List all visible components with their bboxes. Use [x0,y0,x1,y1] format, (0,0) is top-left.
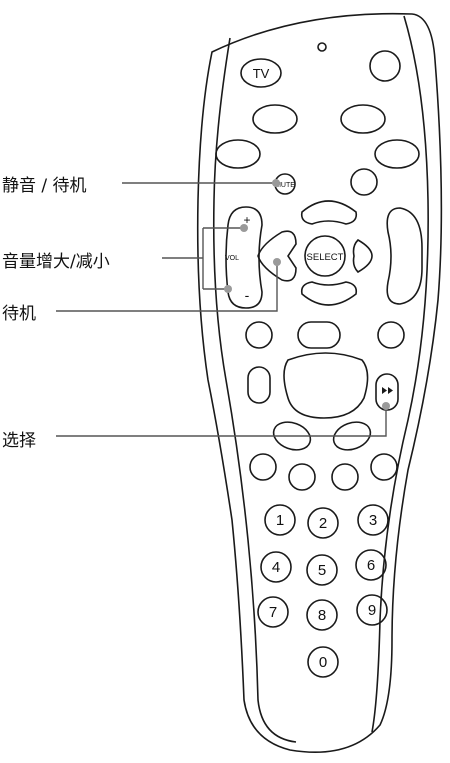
remote-body-inner-rim [212,37,297,743]
number-label-2: 2 [319,515,327,532]
oval-button-top-right[interactable] [340,104,386,134]
select-button[interactable] [304,235,346,277]
remote-body-right-rim [371,15,429,733]
oval-button-mid-left[interactable] [215,139,261,169]
round-button-left[interactable] [245,321,273,349]
rewind-button[interactable] [247,366,271,404]
right-rocker-button[interactable] [386,207,423,305]
number-label-9: 9 [368,602,376,619]
number-label-7: 7 [269,604,277,621]
callout-select: 选择 [2,431,36,451]
small-round-button[interactable] [350,168,378,196]
leader-dot-volume-down [224,285,232,293]
fast-forward-icon [382,387,393,394]
select-label: SELECT [307,252,344,263]
led-indicator-icon [317,42,327,52]
leader-dot-mute [272,179,280,187]
number-button-3[interactable] [357,504,389,536]
number-button-0[interactable] [307,646,339,678]
number-label-3: 3 [369,512,377,529]
number-button-6[interactable] [355,549,387,581]
play-pause-button[interactable] [283,352,369,419]
number-label-6: 6 [367,557,375,574]
color-button-4[interactable] [370,453,398,481]
color-button-2[interactable] [288,463,316,491]
color-button-3[interactable] [331,463,359,491]
leader-dot-standby [273,258,281,266]
leader-line-select [56,406,387,437]
oval-button-lower-left[interactable] [270,417,315,454]
number-button-9[interactable] [356,594,388,626]
number-label-1: 1 [276,512,284,529]
tv-label: TV [253,66,270,81]
number-button-7[interactable] [257,596,289,628]
up-arrow-button[interactable] [300,200,358,225]
color-button-1[interactable] [249,453,277,481]
fast-forward-button[interactable] [375,373,399,411]
volume-minus-label: - [245,287,250,303]
callout-volume-up-down: 音量增大/减小 [2,252,110,272]
leader-dot-select [382,402,390,410]
round-button-right[interactable] [377,321,405,349]
number-button-8[interactable] [306,599,338,631]
number-label-4: 4 [272,559,280,576]
callout-mute-standby: 静音 / 待机 [2,176,87,196]
tv-button[interactable] [240,58,282,88]
leader-dot-volume-up [240,224,248,232]
number-label-0: 0 [319,654,327,671]
volume-rocker[interactable] [225,206,263,309]
vol-label: VOL [225,255,239,262]
oval-button-top-left[interactable] [252,104,298,134]
number-button-4[interactable] [260,551,292,583]
mute-label: MUTE [275,182,295,189]
number-label-8: 8 [318,607,326,624]
number-button-2[interactable] [307,507,339,539]
left-arrow-button[interactable] [257,230,297,282]
number-button-5[interactable] [306,554,338,586]
oval-button-lower-right[interactable] [330,417,375,454]
callout-standby: 待机 [2,304,36,324]
down-arrow-button[interactable] [300,281,358,306]
volume-plus-label: + [243,213,250,227]
oval-button-mid-right[interactable] [374,139,420,169]
remote-body-outline [196,12,443,753]
number-label-5: 5 [318,562,326,579]
right-arrow-button[interactable] [352,239,373,273]
leader-line-volume [162,227,244,290]
number-button-1[interactable] [264,504,296,536]
top-right-button[interactable] [369,50,401,82]
leader-line-standby [56,262,278,312]
pill-button-center[interactable] [297,321,341,349]
